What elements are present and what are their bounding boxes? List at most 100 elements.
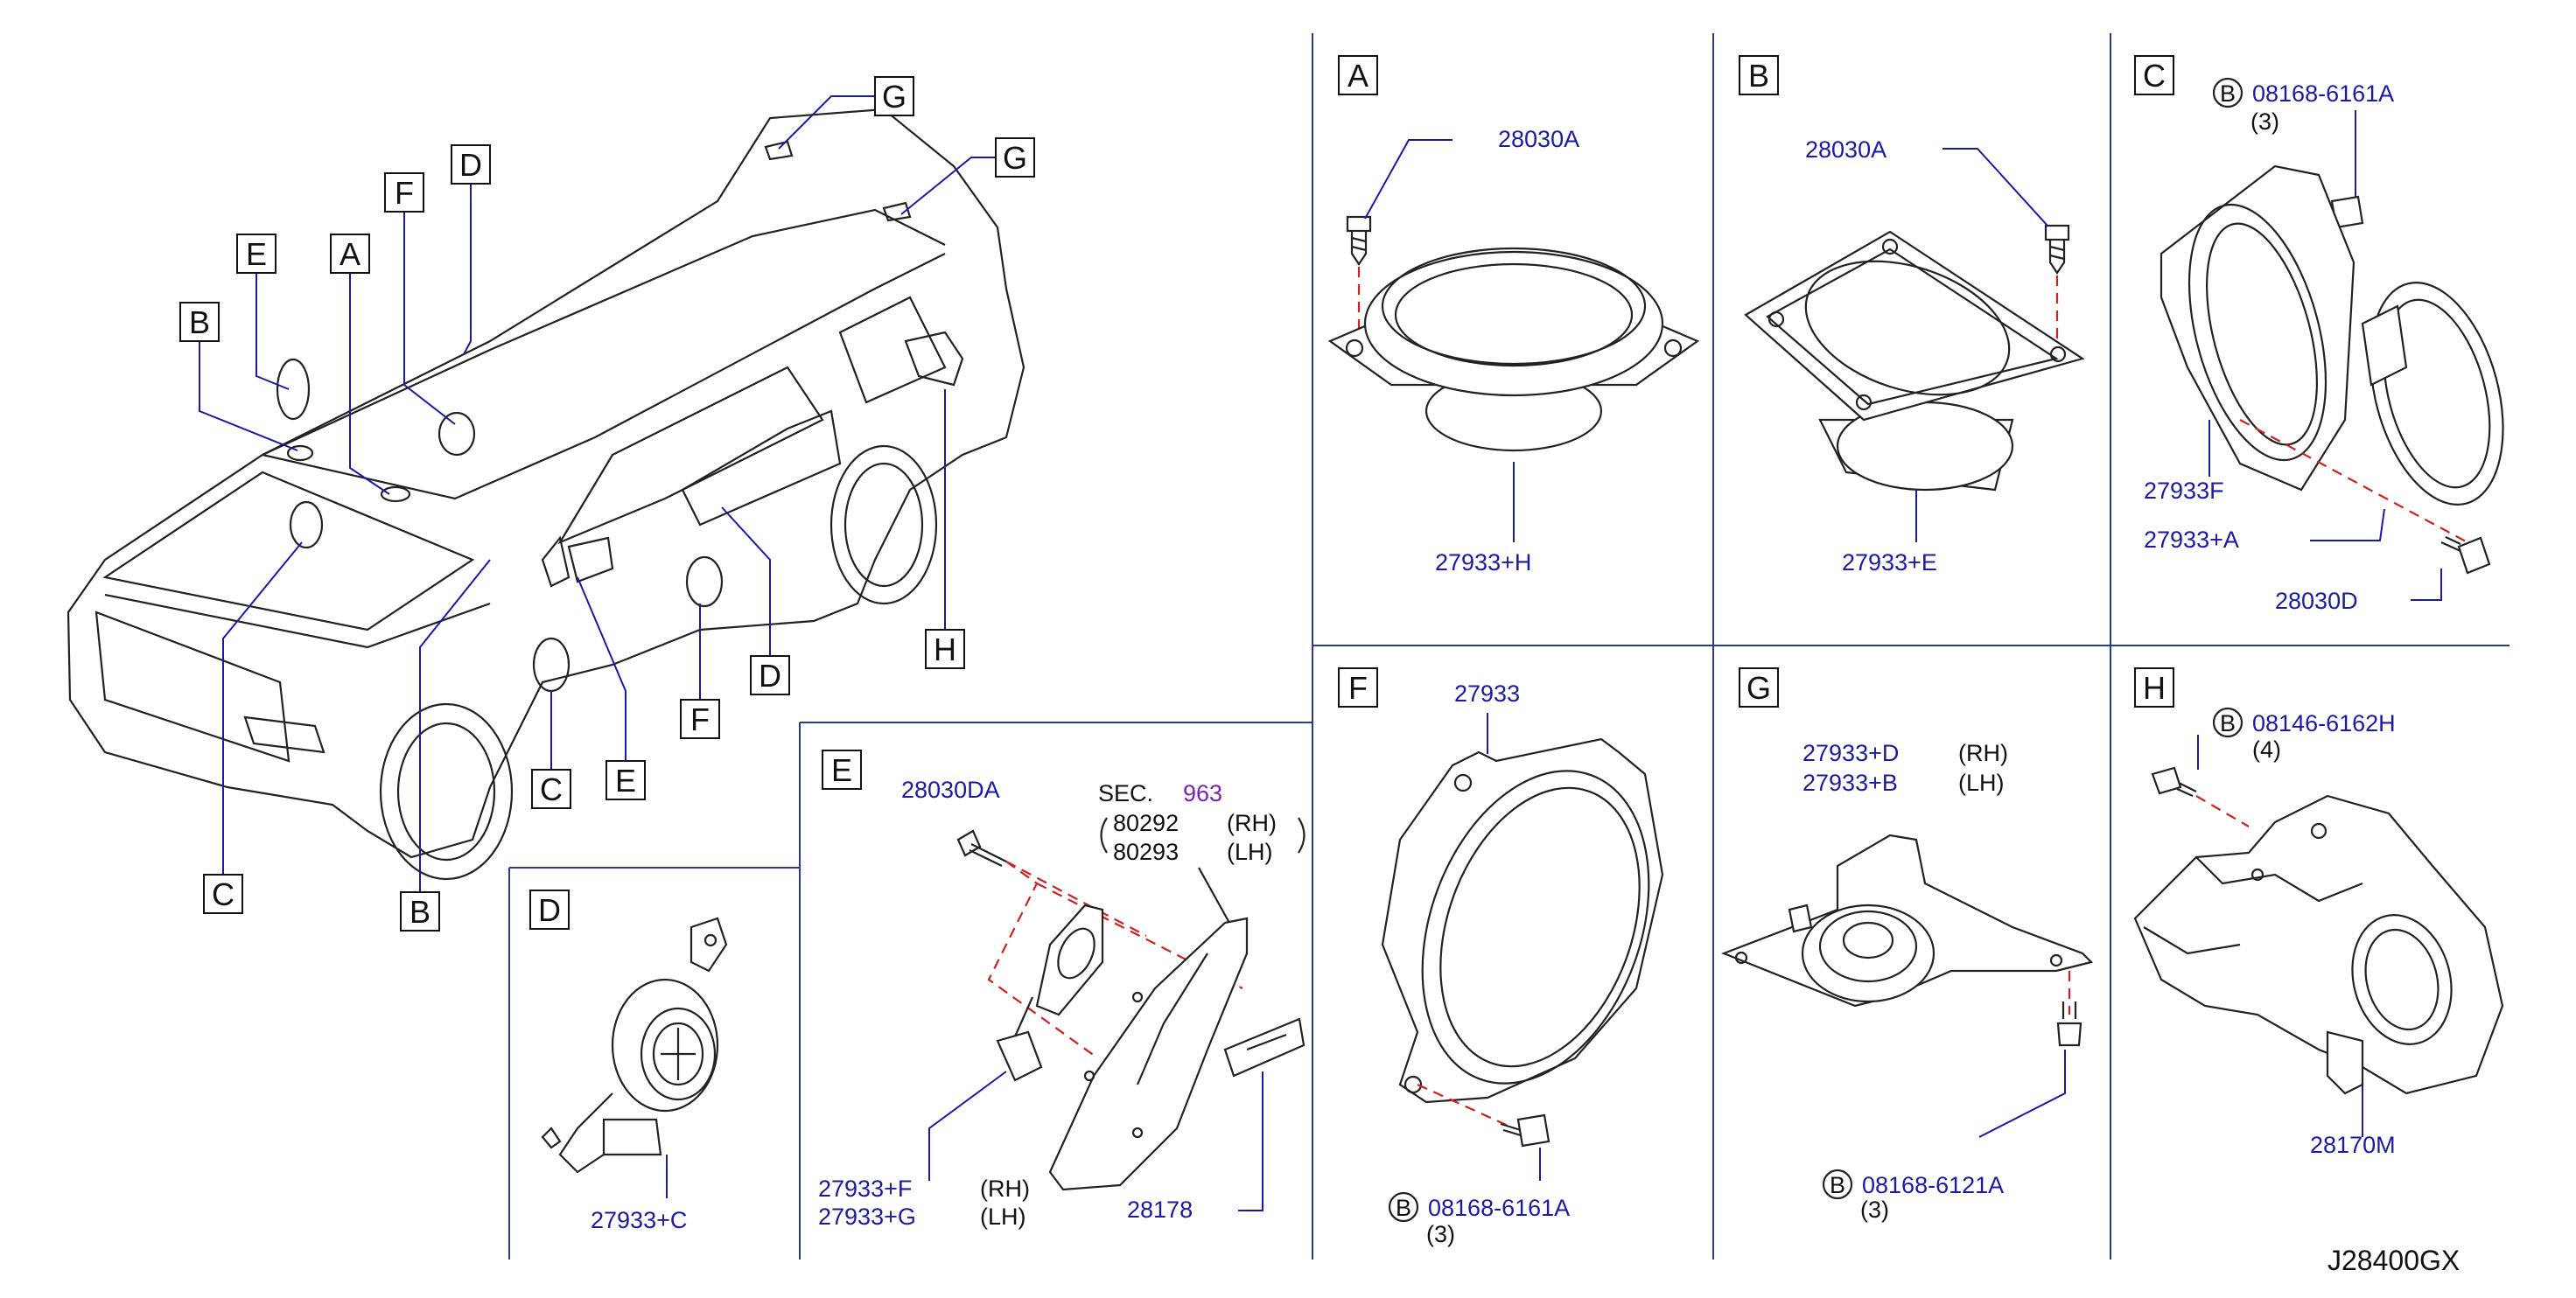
svg-text:27933+F: 27933+F xyxy=(818,1176,912,1202)
svg-text:08168-6161A: 08168-6161A xyxy=(2252,80,2394,107)
bolt-mark: B xyxy=(2212,77,2244,108)
bolt-icon xyxy=(2056,1001,2082,1047)
svg-text:H: H xyxy=(2143,670,2166,706)
svg-text:B: B xyxy=(1396,1195,1411,1221)
panel-a-label xyxy=(1338,55,1378,95)
svg-text:A: A xyxy=(340,236,360,272)
svg-text:B: B xyxy=(189,304,210,340)
svg-text:08168-6161A: 08168-6161A xyxy=(1428,1195,1570,1221)
panel-grid xyxy=(508,33,2510,1260)
svg-text:F: F xyxy=(395,175,414,211)
svg-text:D: D xyxy=(538,892,561,928)
svg-text:08146-6162H: 08146-6162H xyxy=(2252,710,2396,736)
svg-text:C: C xyxy=(212,876,234,912)
panel-h: H B 08146-6162H (4) 28170M xyxy=(2133,667,2504,1158)
svg-text:B: B xyxy=(2220,710,2236,736)
speaker-icon xyxy=(1720,834,2094,1008)
panel-b-label xyxy=(1739,55,1779,95)
bolt-mark: B xyxy=(2212,707,2244,738)
svg-text:(3): (3) xyxy=(2250,108,2279,135)
bracket-icon xyxy=(2160,164,2356,492)
svg-text:27933F: 27933F xyxy=(2144,478,2224,504)
svg-text:(3): (3) xyxy=(1860,1197,1889,1223)
vehicle-leader-lines xyxy=(199,95,996,892)
panel-c-label xyxy=(2134,55,2174,95)
trim-cover-icon xyxy=(1048,917,1249,1191)
svg-text:28030D: 28030D xyxy=(2275,588,2358,614)
callout-h: H xyxy=(925,629,965,669)
svg-text:80292: 80292 xyxy=(1113,810,1179,836)
tweeter-icon xyxy=(996,904,1104,1082)
svg-text:B: B xyxy=(410,894,430,930)
svg-text:E: E xyxy=(831,752,852,788)
svg-text:28030A: 28030A xyxy=(1805,136,1886,163)
callout-d-2: D xyxy=(750,655,790,695)
adapter-ring-icon xyxy=(1381,737,1664,1104)
subwoofer-icon xyxy=(2133,794,2504,1095)
screw-icon xyxy=(2044,224,2070,275)
callout-c-1: C xyxy=(203,874,243,914)
svg-text:A: A xyxy=(1348,58,1368,94)
panel-e-label xyxy=(822,750,862,790)
callout-c-2: C xyxy=(531,769,571,809)
svg-text:(LH): (LH) xyxy=(1958,770,2005,796)
speaker-icon xyxy=(1744,230,2085,492)
panel-g-label xyxy=(1739,667,1779,708)
svg-text:27933+E: 27933+E xyxy=(1842,549,1937,576)
svg-text:(LH): (LH) xyxy=(1227,839,1273,865)
svg-text:27933+D: 27933+D xyxy=(1802,740,1899,766)
svg-text:27933+H: 27933+H xyxy=(1435,549,1531,576)
svg-text:27933: 27933 xyxy=(1454,680,1520,707)
panel-h-label xyxy=(2134,667,2174,708)
svg-text:F: F xyxy=(690,701,710,737)
svg-text:C: C xyxy=(540,771,563,807)
tweeter-icon xyxy=(541,917,728,1174)
bolt-icon xyxy=(1500,1113,1550,1148)
svg-text:27933+C: 27933+C xyxy=(591,1207,687,1233)
callout-b-2: B xyxy=(400,891,440,932)
svg-text:963: 963 xyxy=(1183,780,1222,806)
panel-d-label xyxy=(529,890,570,930)
svg-text:F: F xyxy=(1348,670,1368,706)
vehicle-callouts: G G D F E A B C B C E F D H xyxy=(179,76,1035,932)
svg-text:(3): (3) xyxy=(1426,1221,1455,1247)
callout-f-1: F xyxy=(384,172,424,213)
svg-text:G: G xyxy=(1003,140,1027,176)
callout-a: A xyxy=(330,234,370,274)
screw-icon xyxy=(956,829,1007,867)
svg-text:27933+A: 27933+A xyxy=(2144,527,2239,553)
svg-text:G: G xyxy=(882,79,906,115)
panel-c: C B 08168-6161A (3) 27933F xyxy=(2134,55,2504,614)
svg-text:(4): (4) xyxy=(2252,736,2281,763)
svg-text:B: B xyxy=(2220,80,2236,107)
svg-text:28030DA: 28030DA xyxy=(901,777,1000,803)
callout-g-1: G xyxy=(874,76,914,116)
svg-text:28170M: 28170M xyxy=(2310,1132,2396,1158)
bolt-mark: B xyxy=(1388,1191,1419,1223)
svg-text:H: H xyxy=(934,632,956,667)
callout-g-2: G xyxy=(995,137,1035,178)
speaker-icon xyxy=(2361,282,2504,506)
svg-text:(RH): (RH) xyxy=(1958,740,2008,766)
callout-e-1: E xyxy=(236,234,276,274)
panel-a: A 28030A 27933+H xyxy=(1327,55,1700,576)
panel-f-label xyxy=(1338,667,1378,708)
svg-text:C: C xyxy=(2143,58,2166,94)
svg-text:B: B xyxy=(1830,1172,1845,1198)
bolt-mark: B xyxy=(1822,1169,1853,1200)
screw-icon xyxy=(2440,536,2491,575)
svg-text:E: E xyxy=(246,236,267,272)
callout-e-2: E xyxy=(606,760,646,800)
svg-text:27933+B: 27933+B xyxy=(1802,770,1898,796)
vehicle-illustration xyxy=(66,108,1026,881)
svg-text:(LH): (LH) xyxy=(980,1204,1026,1230)
screw-icon xyxy=(1346,215,1372,266)
svg-text:08168-6121A: 08168-6121A xyxy=(1862,1172,2004,1198)
speaker-icon xyxy=(1327,247,1700,452)
badge-icon xyxy=(1223,1017,1306,1078)
diagram-code: J28400GX xyxy=(2328,1245,2460,1276)
panel-b: B 28030A 27933+E xyxy=(1739,55,2085,576)
bolt-icon xyxy=(2151,766,2197,798)
callout-f-2: F xyxy=(680,699,720,739)
svg-text:28030A: 28030A xyxy=(1498,126,1579,152)
